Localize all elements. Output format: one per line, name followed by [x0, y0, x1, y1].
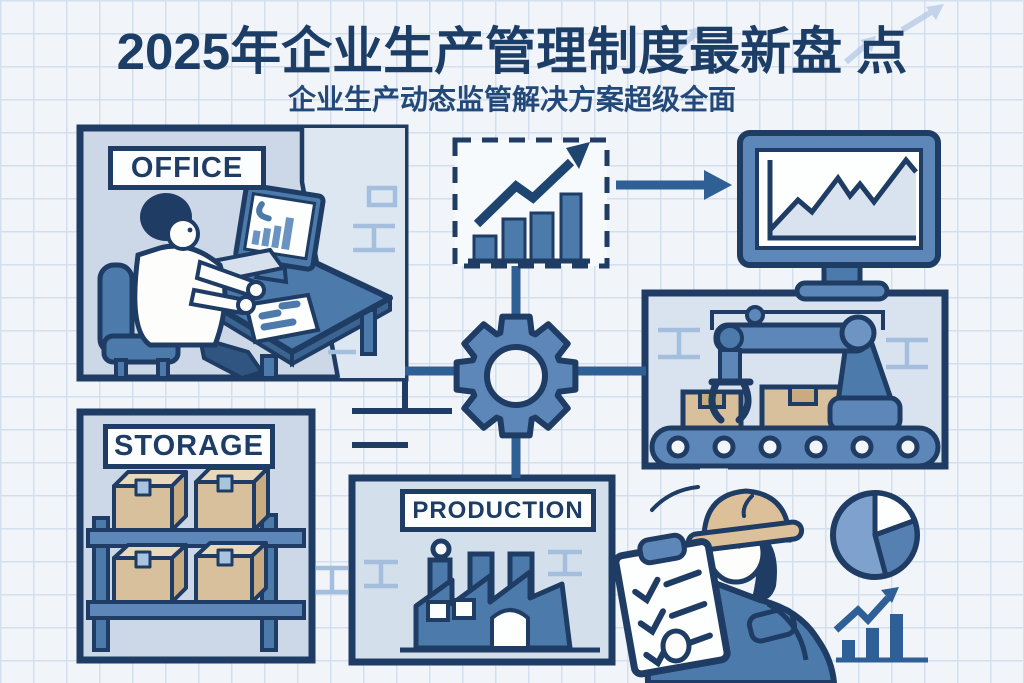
carton-box [112, 543, 188, 604]
mini-bar-chart-icon [833, 587, 928, 663]
conveyor-belt [649, 425, 941, 469]
decor-arrow-icon [670, 4, 944, 65]
person-face [166, 217, 200, 251]
mini-trend-arrow [833, 595, 891, 633]
motion-line [650, 485, 700, 512]
desk-screen-swoosh [256, 201, 272, 222]
desk-paper [243, 292, 321, 345]
page-subtitle: 企业生产动态监管解决方案超级全面 [287, 84, 736, 115]
factory-door [490, 608, 530, 650]
desk-screen-bars [251, 217, 295, 250]
smoke-puff [430, 538, 452, 560]
carton-box [112, 470, 188, 532]
area-fill [770, 160, 916, 238]
factory-window [452, 598, 476, 620]
gear-icon [453, 313, 579, 439]
hard-hat-icon [685, 488, 805, 554]
storage-label: STORAGE [103, 424, 275, 469]
brick-marks [316, 185, 928, 595]
robot-arm [708, 305, 903, 433]
factory-window [426, 600, 450, 622]
worker-leg [197, 335, 266, 381]
line-series [768, 155, 918, 232]
robot-wrist [718, 348, 742, 384]
growth-trend-arrow [473, 158, 575, 228]
carton-box [194, 466, 270, 532]
carton-box [194, 541, 268, 604]
carton-boxes [112, 466, 270, 604]
production-label: PRODUCTION [400, 489, 596, 532]
flow-arrow-icon [616, 170, 732, 200]
checklist-rows [632, 569, 713, 668]
page-title: 2025年企业生产管理制度最新盘 点 [116, 23, 908, 80]
conveyor-robot-icon [649, 305, 941, 469]
robot-base [827, 395, 903, 433]
monitor-base [794, 280, 890, 302]
process-connectors [405, 264, 646, 478]
checklist-clipboard [612, 532, 731, 678]
office-label: OFFICE [108, 146, 266, 190]
pie-chart-icon [830, 490, 920, 580]
chart-axes [767, 160, 916, 241]
growth-chart-icon [452, 137, 610, 269]
shelf-board-bottom [86, 600, 306, 620]
inspector-hand [660, 628, 692, 664]
robot-joint [716, 324, 744, 352]
pie-slice-blue [872, 518, 920, 579]
monitor-line-chart-icon [737, 130, 941, 302]
factory-icon [400, 538, 600, 653]
office-person [132, 193, 266, 348]
mini-bars [842, 614, 903, 660]
belt-boxes [680, 384, 851, 433]
robot-gripper [708, 378, 754, 424]
factory-building [413, 569, 573, 651]
inspector-icon [612, 485, 838, 683]
floorplan-walls [352, 374, 452, 448]
clipboard-clip [637, 532, 687, 566]
office-worker-icon [97, 182, 393, 381]
person-hand [246, 280, 266, 300]
shelf-board-top [86, 528, 306, 548]
belt-rollers [666, 435, 920, 459]
warehouse-shelf-icon [86, 466, 306, 652]
robot-joint [839, 314, 877, 352]
gantry-bracket [710, 310, 885, 330]
shoulder-patch [746, 606, 798, 644]
